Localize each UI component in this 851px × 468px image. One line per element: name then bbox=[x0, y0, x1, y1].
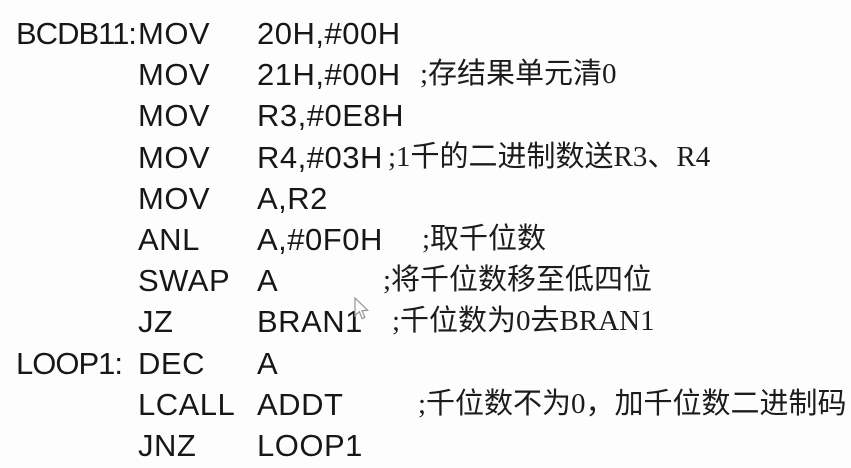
code-mnemonic: JZ bbox=[138, 304, 174, 340]
code-label: BCDB11: bbox=[16, 16, 137, 51]
code-mnemonic: DEC bbox=[138, 345, 205, 381]
code-line: LCALL ADDT ;千位数不为0，加千位数二进制码 bbox=[0, 384, 851, 425]
assembly-code-listing: BCDB11: MOV 20H,#00H MOV 21H,#00H ;存结果单元… bbox=[0, 13, 851, 466]
code-mnemonic: MOV bbox=[138, 180, 211, 216]
code-mnemonic: ANL bbox=[138, 221, 200, 257]
code-line: MOV R4,#03H ;1千的二进制数送R3、R4 bbox=[0, 137, 851, 178]
code-line: MOV R3,#0E8H bbox=[0, 95, 851, 136]
code-line: MOV 21H,#00H ;存结果单元清0 bbox=[0, 54, 851, 95]
code-operand: BRAN1 bbox=[257, 304, 363, 340]
code-mnemonic: MOV bbox=[138, 57, 211, 93]
code-comment: ;取千位数 bbox=[422, 222, 547, 255]
code-mnemonic: MOV bbox=[138, 98, 211, 134]
code-comment: ;将千位数移至低四位 bbox=[383, 264, 653, 297]
code-line: SWAP A ;将千位数移至低四位 bbox=[0, 260, 851, 301]
code-operand: R3,#0E8H bbox=[257, 98, 405, 134]
code-operand: 21H,#00H bbox=[257, 57, 401, 93]
code-operand: A,#0F0H bbox=[257, 221, 383, 257]
code-operand: R4,#03H bbox=[257, 139, 383, 175]
code-mnemonic: LCALL bbox=[138, 386, 236, 422]
code-line: JNZ LOOP1 bbox=[0, 425, 851, 466]
code-line: MOV A,R2 bbox=[0, 178, 851, 219]
code-comment: ;存结果单元清0 bbox=[420, 58, 617, 91]
code-comment: ;1千的二进制数送R3、R4 bbox=[388, 140, 711, 173]
code-line: ANL A,#0F0H ;取千位数 bbox=[0, 219, 851, 260]
code-operand: ADDT bbox=[257, 386, 344, 422]
code-mnemonic: JNZ bbox=[138, 427, 197, 463]
code-mnemonic: MOV bbox=[138, 16, 211, 51]
code-label: LOOP1: bbox=[16, 345, 123, 381]
code-mnemonic: MOV bbox=[138, 139, 211, 175]
code-operand: A bbox=[257, 345, 279, 381]
code-operand: A bbox=[257, 263, 279, 299]
code-operand: A,R2 bbox=[257, 180, 328, 216]
code-line: BCDB11: MOV 20H,#00H bbox=[0, 13, 851, 54]
code-mnemonic: SWAP bbox=[138, 263, 231, 299]
code-line: JZ BRAN1 ;千位数为0去BRAN1 bbox=[0, 301, 851, 342]
code-comment: ;千位数不为0，加千位数二进制码 bbox=[418, 387, 847, 420]
code-operand: LOOP1 bbox=[257, 427, 363, 463]
code-operand: 20H,#00H bbox=[257, 16, 401, 51]
code-comment: ;千位数为0去BRAN1 bbox=[392, 305, 655, 338]
code-line: LOOP1: DEC A bbox=[0, 343, 851, 384]
